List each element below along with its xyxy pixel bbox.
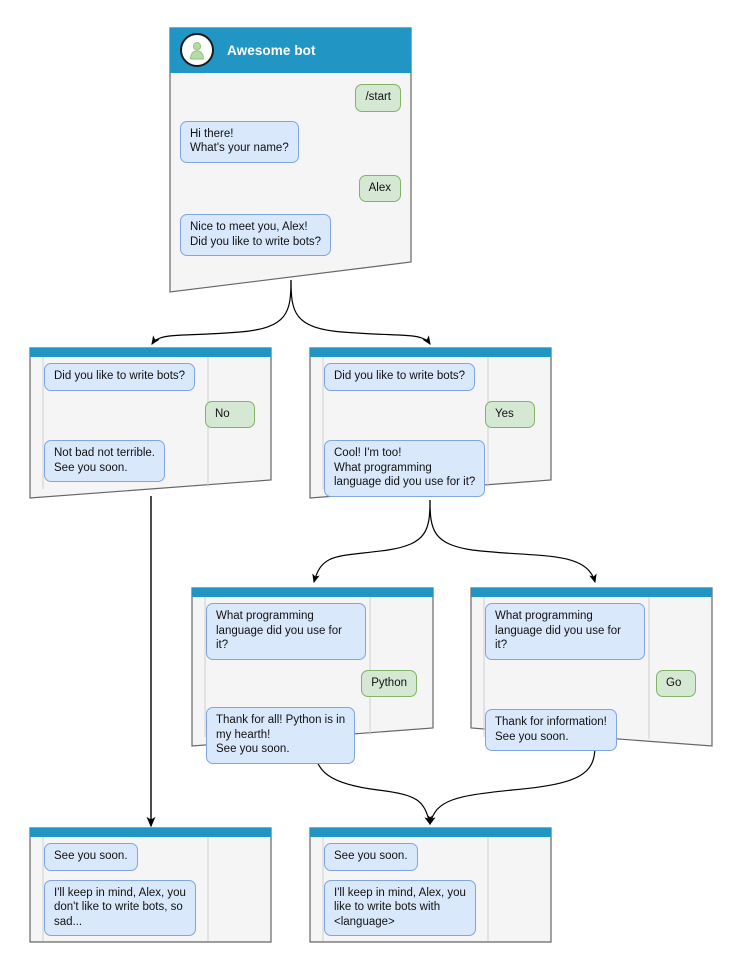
- message-row: Thank for all! Python is in my hearth! S…: [206, 707, 423, 764]
- no-branch-chat-area: Did you like to write bots? No Not bad n…: [30, 357, 271, 497]
- bot-bubble: See you soon.: [324, 843, 418, 871]
- bot-bubble: Cool! I'm too! What programming language…: [324, 440, 486, 497]
- bot-bubble: Did you like to write bots?: [324, 363, 476, 391]
- message-row: Not bad not terrible. See you soon.: [44, 440, 261, 482]
- node-end-sad[interactable]: See you soon. I'll keep in mind, Alex, y…: [29, 827, 272, 943]
- message-row: See you soon.: [44, 843, 261, 871]
- message-row: Yes: [324, 400, 541, 428]
- message-row: Did you like to write bots?: [324, 363, 541, 391]
- user-bubble: Python: [361, 669, 417, 697]
- user-bubble: Go: [656, 669, 696, 697]
- node-root[interactable]: Awesome bot /start Hi there! What's your…: [169, 27, 412, 293]
- go-branch-chat-area: What programming language did you use fo…: [471, 597, 712, 766]
- root-chat-area: /start Hi there! What's your name? Alex …: [170, 80, 411, 273]
- bot-bubble: Thank for all! Python is in my hearth! S…: [206, 707, 356, 764]
- bot-bubble: Not bad not terrible. See you soon.: [44, 440, 166, 482]
- end-happy-chat-area: See you soon. I'll keep in mind, Alex, y…: [310, 837, 551, 951]
- bot-bubble: Hi there! What's your name?: [180, 120, 299, 163]
- edge-yes-to-python: [312, 499, 431, 584]
- message-row: Go: [485, 669, 702, 697]
- message-row: I'll keep in mind, Alex, you don't like …: [44, 879, 261, 936]
- message-row: What programming language did you use fo…: [206, 603, 423, 660]
- message-row: Python: [206, 669, 423, 697]
- node-yes-branch[interactable]: Did you like to write bots? Yes Cool! I'…: [309, 347, 552, 499]
- bot-bubble: What programming language did you use fo…: [206, 603, 366, 660]
- node-end-happy[interactable]: See you soon. I'll keep in mind, Alex, y…: [309, 827, 552, 943]
- bot-bubble: See you soon.: [44, 843, 138, 871]
- user-bubble: /start: [355, 84, 401, 112]
- message-row: Did you like to write bots?: [44, 363, 261, 391]
- node-go-branch[interactable]: What programming language did you use fo…: [470, 587, 713, 751]
- message-row: /start: [180, 84, 401, 112]
- message-row: See you soon.: [324, 843, 541, 871]
- bot-bubble: I'll keep in mind, Alex, you don't like …: [44, 879, 196, 936]
- bot-name-label: Awesome bot: [227, 42, 316, 58]
- message-row: Alex: [180, 174, 401, 202]
- bot-bubble: I'll keep in mind, Alex, you like to wri…: [324, 879, 476, 936]
- user-bubble: No: [205, 400, 255, 428]
- python-branch-chat-area: What programming language did you use fo…: [192, 597, 433, 779]
- end-sad-chat-area: See you soon. I'll keep in mind, Alex, y…: [30, 837, 271, 951]
- message-row: Thank for information! See you soon.: [485, 709, 702, 751]
- message-row: Hi there! What's your name?: [180, 120, 401, 163]
- avatar: [180, 33, 214, 67]
- node-no-branch[interactable]: Did you like to write bots? No Not bad n…: [29, 347, 272, 499]
- bot-bubble: Thank for information! See you soon.: [485, 709, 617, 751]
- message-row: No: [44, 400, 261, 428]
- message-row: Nice to meet you, Alex! Did you like to …: [180, 214, 401, 256]
- root-titlebar: Awesome bot: [170, 28, 411, 72]
- user-bubble: Alex: [358, 174, 401, 202]
- node-python-branch[interactable]: What programming language did you use fo…: [191, 587, 434, 764]
- bot-bubble: What programming language did you use fo…: [485, 603, 645, 660]
- message-row: What programming language did you use fo…: [485, 603, 702, 660]
- user-bubble: Yes: [485, 400, 535, 428]
- yes-branch-chat-area: Did you like to write bots? Yes Cool! I'…: [310, 357, 551, 512]
- message-row: I'll keep in mind, Alex, you like to wri…: [324, 879, 541, 936]
- bot-bubble: Did you like to write bots?: [44, 363, 196, 391]
- edge-yes-to-go: [429, 499, 597, 584]
- bot-bubble: Nice to meet you, Alex! Did you like to …: [180, 214, 332, 256]
- person-icon: [190, 42, 204, 60]
- message-row: Cool! I'm too! What programming language…: [324, 440, 541, 497]
